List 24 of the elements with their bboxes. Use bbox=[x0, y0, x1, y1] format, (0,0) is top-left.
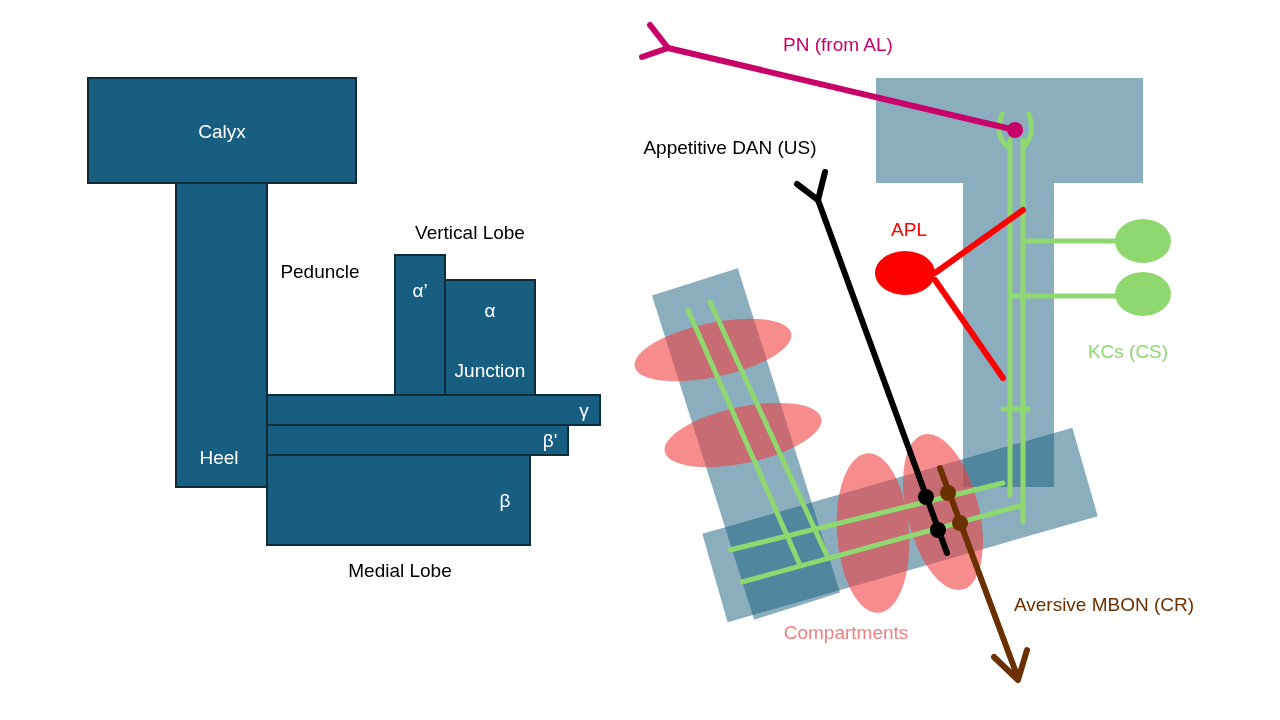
part-label: Junction bbox=[454, 360, 526, 380]
part-label: APL bbox=[891, 219, 927, 239]
part-label: KCs (CS) bbox=[1087, 341, 1169, 361]
part-label: Compartments bbox=[783, 622, 909, 642]
part-label: β bbox=[499, 490, 511, 510]
lobe-block bbox=[267, 455, 530, 545]
part-label: β' bbox=[542, 430, 558, 450]
lobe-block bbox=[267, 425, 568, 455]
calyx-block bbox=[88, 78, 356, 183]
part-label: Aversive MBON (CR) bbox=[1013, 594, 1195, 614]
peduncle-block bbox=[176, 183, 267, 487]
part-label: Medial Lobe bbox=[348, 560, 452, 580]
part-label: Appetitive DAN (US) bbox=[643, 137, 817, 157]
lobe-block bbox=[445, 280, 535, 395]
part-label: α’ bbox=[412, 280, 428, 300]
lobe-block bbox=[395, 255, 445, 395]
part-label: γ bbox=[579, 400, 589, 420]
part-label: Vertical Lobe bbox=[415, 222, 525, 242]
part-label: Heel bbox=[199, 447, 239, 467]
lobe-block bbox=[267, 395, 600, 425]
part-label: Peduncle bbox=[280, 261, 360, 281]
part-label: PN (from AL) bbox=[783, 34, 893, 54]
part-label: Calyx bbox=[198, 121, 246, 141]
part-label: α bbox=[484, 300, 496, 320]
